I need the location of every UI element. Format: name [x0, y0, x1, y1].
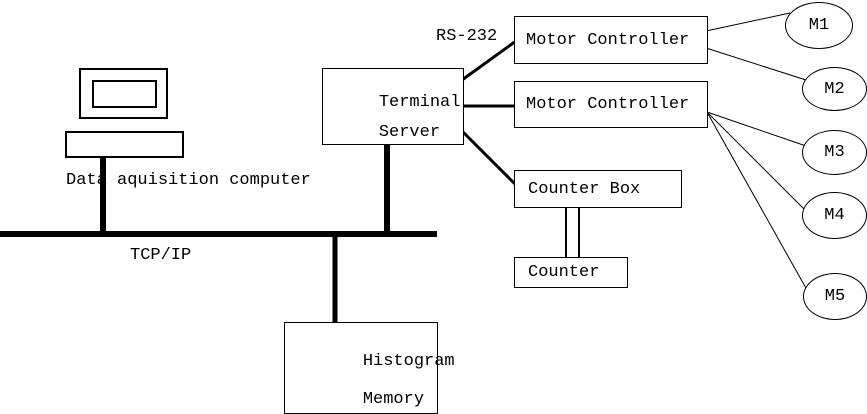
terminal-server-to-counter-box-line	[460, 129, 518, 187]
histogram-memory-box: Histogram Memory	[284, 322, 455, 414]
rs232-label: RS-232	[436, 27, 498, 46]
motor-m2-label: M2	[824, 79, 845, 99]
motor-controller-1-to-m1-line	[705, 12, 791, 32]
motor-m4-label: M4	[824, 206, 845, 225]
histogram-memory-label-line2: Memory	[362, 390, 425, 409]
motor-controller-2-box: Motor Controller	[514, 81, 708, 128]
motor-controller-2-to-m3-line	[706, 111, 807, 147]
motor-controller-1-to-m2-line	[705, 47, 807, 81]
motor-m3-label: M3	[824, 143, 845, 162]
counter-box: Counter Box	[514, 170, 682, 208]
motor-m5-label: M5	[824, 287, 846, 306]
motor-controller-2-to-m4-line	[706, 111, 807, 212]
motor-m3: M3	[802, 130, 867, 175]
computer-keyboard-icon	[65, 131, 184, 158]
counter: Counter	[514, 257, 628, 288]
motor-m1: M1	[785, 2, 853, 49]
terminal-server-label-line1: Terminal	[378, 93, 461, 112]
motor-m4: M4	[802, 192, 867, 239]
terminal-server-box: Terminal Server	[322, 68, 464, 145]
motor-m1-label: M1	[808, 16, 830, 35]
motor-controller-2-to-m5-line	[706, 111, 808, 291]
counter-box-label: Counter Box	[528, 179, 641, 199]
terminal-server-to-motor-controller-1-line	[461, 39, 517, 82]
terminal-server-label-line2: Server	[378, 123, 441, 142]
motor-m2: M2	[802, 67, 867, 111]
tcpip-bus-label: TCP/IP	[130, 246, 192, 265]
computer-screen-icon	[92, 80, 157, 108]
counter-label: Counter	[528, 263, 600, 282]
motor-controller-1-label: Motor Controller	[526, 30, 690, 50]
motor-controller-1-box: Motor Controller	[514, 16, 708, 64]
histogram-memory-label-line1: Histogram	[362, 352, 455, 371]
computer-caption: Data aquisition computer	[66, 171, 311, 190]
motor-controller-2-label: Motor Controller	[526, 95, 690, 114]
motor-m5: M5	[803, 273, 867, 320]
